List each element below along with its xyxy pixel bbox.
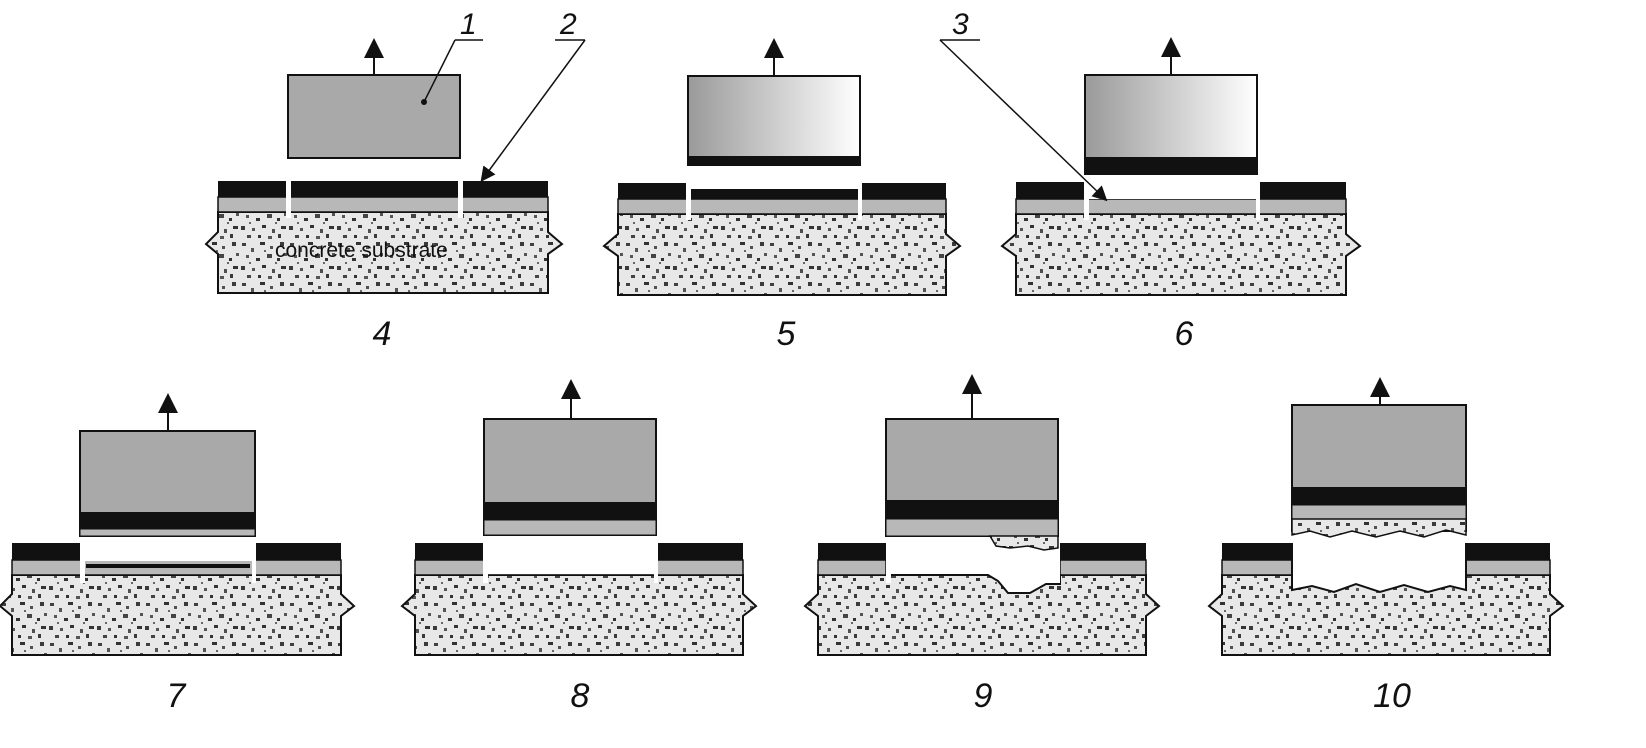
detached-coating bbox=[1292, 487, 1466, 505]
score-cut bbox=[1256, 180, 1260, 220]
primer-layer bbox=[1221, 559, 1293, 576]
panel-10: 10 bbox=[1207, 377, 1565, 715]
panel-5: 5 bbox=[602, 38, 962, 353]
callout-2-leader bbox=[480, 39, 586, 183]
score-cut bbox=[458, 180, 463, 218]
concrete-substrate bbox=[204, 211, 564, 294]
detached-coating bbox=[886, 500, 1058, 519]
primer-layer bbox=[217, 196, 549, 213]
panel-label: 5 bbox=[777, 315, 796, 353]
panel-label: 4 bbox=[373, 315, 392, 353]
primer-layer bbox=[1465, 559, 1551, 576]
score-cut bbox=[686, 182, 691, 220]
coating-top-layer bbox=[862, 183, 946, 199]
score-cut bbox=[483, 541, 488, 583]
score-cut bbox=[1084, 180, 1089, 220]
detached-primer bbox=[79, 528, 256, 537]
coating-top-layer bbox=[818, 543, 886, 560]
coating-top-layer bbox=[1016, 182, 1084, 199]
detached-concrete-plug bbox=[1291, 518, 1467, 538]
panel-label: 6 bbox=[1175, 315, 1194, 353]
detached-coating bbox=[1085, 157, 1257, 174]
detached-coating bbox=[80, 512, 255, 529]
detached-primer bbox=[1291, 504, 1467, 520]
coating-top-layer bbox=[1466, 543, 1550, 560]
panel-label: 10 bbox=[1373, 677, 1411, 715]
coating-top-layer bbox=[658, 543, 743, 560]
callout-3: 3 bbox=[952, 8, 969, 41]
coating-top-layer bbox=[218, 181, 548, 197]
panel-6: 3 6 bbox=[939, 8, 1362, 353]
panel-label: 8 bbox=[571, 677, 590, 715]
concrete-substrate bbox=[0, 574, 356, 656]
detached-coating bbox=[484, 502, 656, 520]
panel-label: 9 bbox=[974, 677, 993, 715]
concrete-substrate bbox=[1207, 574, 1565, 656]
primer-layer bbox=[817, 559, 887, 576]
score-cut bbox=[286, 180, 291, 218]
coating-top-layer bbox=[12, 543, 80, 560]
primer-layer bbox=[617, 198, 947, 215]
exposed-gap bbox=[1088, 181, 1256, 199]
concrete-substrate-label: concrete substrate bbox=[275, 239, 448, 262]
exposed-gap bbox=[487, 542, 654, 574]
primer-layer bbox=[1015, 198, 1347, 215]
concrete-substrate bbox=[803, 574, 1161, 656]
concrete-substrate bbox=[400, 574, 758, 656]
dolly bbox=[287, 74, 461, 159]
coating-top-layer bbox=[1260, 182, 1346, 199]
panel-4: 1 2 concrete substrate 4 bbox=[204, 8, 586, 353]
residual-coating bbox=[691, 189, 858, 199]
score-cut bbox=[886, 541, 891, 583]
coating-top-layer bbox=[1222, 543, 1292, 560]
panel-8: 8 bbox=[400, 379, 758, 715]
callout-2: 2 bbox=[559, 8, 577, 41]
panel-label: 7 bbox=[167, 677, 187, 715]
coating-top-layer bbox=[415, 543, 483, 560]
score-cut bbox=[252, 541, 256, 583]
concrete-substrate bbox=[602, 213, 962, 296]
score-cut bbox=[654, 541, 658, 583]
dolly bbox=[687, 75, 861, 166]
score-cut bbox=[80, 541, 85, 583]
coating-top-layer bbox=[1060, 543, 1146, 560]
score-cut bbox=[858, 182, 862, 220]
detached-coating bbox=[688, 156, 860, 165]
callout-1: 1 bbox=[460, 8, 477, 41]
score-cut bbox=[1056, 541, 1060, 583]
residual-primer bbox=[86, 564, 250, 568]
callout-3-leader bbox=[939, 39, 1108, 202]
detached-primer bbox=[885, 518, 1059, 537]
callout-1-leader bbox=[423, 39, 456, 103]
panel-7: 7 bbox=[0, 393, 356, 715]
panel-9: 9 bbox=[803, 374, 1161, 715]
primer-layer bbox=[1059, 559, 1147, 576]
coating-top-layer bbox=[618, 183, 686, 199]
concrete-substrate bbox=[1000, 213, 1362, 296]
detached-primer bbox=[483, 519, 657, 536]
exposed-gap bbox=[84, 542, 252, 561]
coating-top-layer bbox=[256, 543, 341, 560]
detached-concrete-fragment bbox=[988, 535, 1059, 551]
